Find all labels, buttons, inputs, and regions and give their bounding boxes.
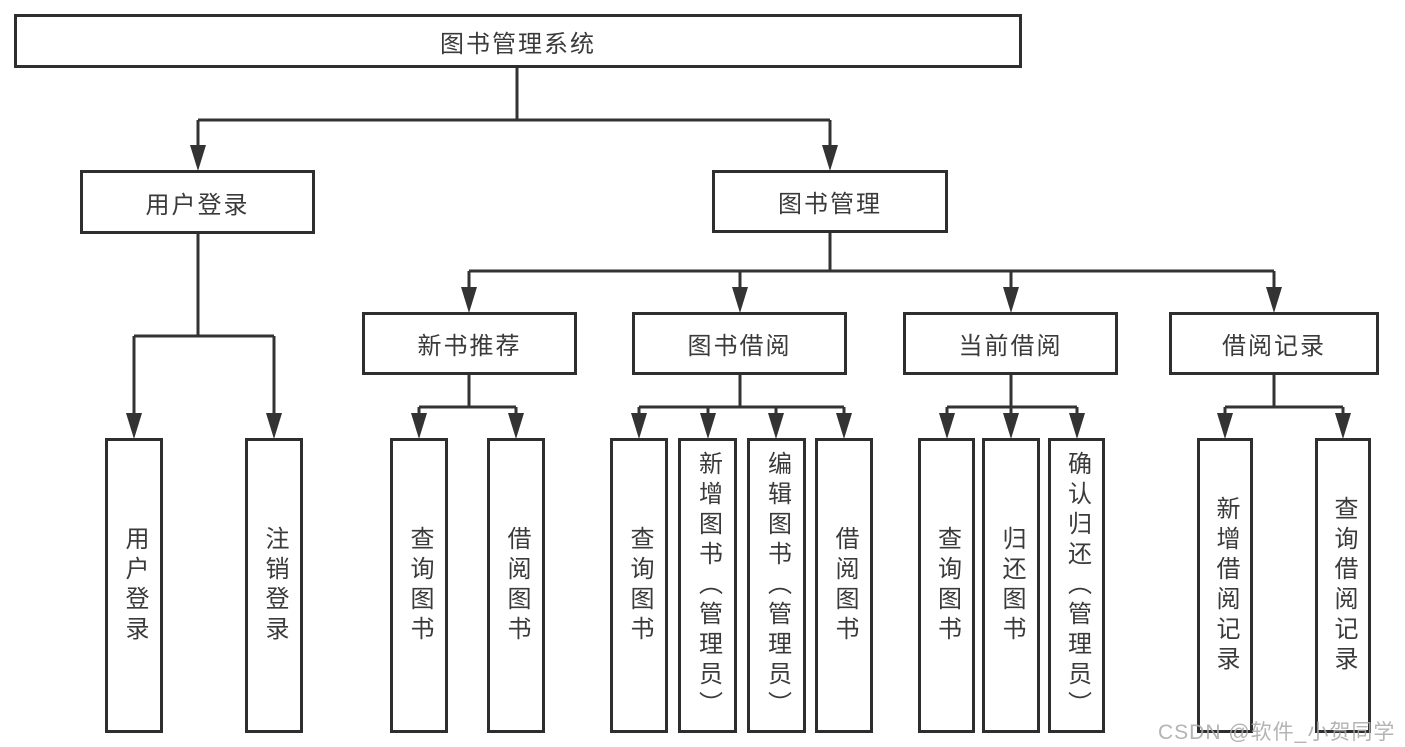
connector-current-borrowing-children (939, 375, 1085, 439)
node-label: 新书推荐 (417, 333, 522, 360)
node-label: 新增借阅记录 (1212, 495, 1239, 676)
node-label: 借阅图书 (503, 525, 530, 646)
node-logout-login: 注销登录 (245, 438, 303, 733)
node-label: 查询图书 (626, 525, 653, 646)
node-label: 归还图书 (998, 525, 1025, 646)
node-borrow-books-borrowing: 借阅图书 (815, 438, 873, 733)
node-confirm-return-admin: 确认归还（管理员） (1048, 438, 1105, 733)
node-return-books: 归还图书 (982, 438, 1040, 733)
node-label: 注销登录 (261, 525, 288, 646)
node-label: 确认归还（管理员） (1063, 450, 1091, 721)
node-label: 用户登录 (145, 191, 250, 219)
node-new-book-recommendation: 新书推荐 (362, 312, 577, 375)
node-query-books-recommend: 查询图书 (390, 438, 448, 733)
node-add-books-admin: 新增图书（管理员） (678, 438, 737, 733)
connector-root-to-level2 (190, 68, 838, 171)
node-label: 图书借阅 (687, 333, 792, 360)
node-label: 查询图书 (406, 525, 433, 646)
node-book-management: 图书管理 (712, 170, 948, 233)
node-query-borrow-record: 查询借阅记录 (1315, 438, 1371, 733)
csdn-watermark: CSDN @软件_小贺同学 (1158, 721, 1396, 744)
node-label: 借阅图书 (831, 525, 858, 646)
node-query-books-borrowing: 查询图书 (610, 438, 668, 733)
node-label: 图书管理系统 (440, 30, 596, 58)
node-user-login-group: 用户登录 (80, 170, 315, 234)
connector-new-book-children (411, 375, 524, 439)
node-label: 查询图书 (933, 525, 961, 646)
node-borrow-books-recommend: 借阅图书 (487, 438, 545, 733)
node-label: 当前借阅 (958, 333, 1063, 360)
node-book-borrowing: 图书借阅 (632, 312, 847, 375)
node-user-login: 用户登录 (105, 438, 163, 733)
node-label: 图书管理 (778, 191, 882, 218)
connector-book-borrowing-children (631, 375, 852, 439)
node-add-borrow-record: 新增借阅记录 (1197, 438, 1253, 733)
connector-borrowing-records-children (1217, 375, 1351, 439)
node-label: 查询借阅记录 (1330, 495, 1357, 676)
connector-book-management-children (461, 233, 1282, 313)
node-label: 新增图书（管理员） (694, 450, 722, 721)
node-label: 借阅记录 (1222, 333, 1326, 360)
node-edit-books-admin: 编辑图书（管理员） (747, 438, 806, 733)
node-query-books-current: 查询图书 (918, 438, 975, 733)
node-current-borrowing: 当前借阅 (903, 312, 1118, 375)
node-borrowing-records: 借阅记录 (1169, 312, 1379, 375)
node-label: 用户登录 (121, 525, 148, 646)
node-library-management-system: 图书管理系统 (14, 14, 1022, 68)
node-label: 编辑图书（管理员） (763, 450, 791, 721)
connector-user-login-children (126, 234, 282, 439)
